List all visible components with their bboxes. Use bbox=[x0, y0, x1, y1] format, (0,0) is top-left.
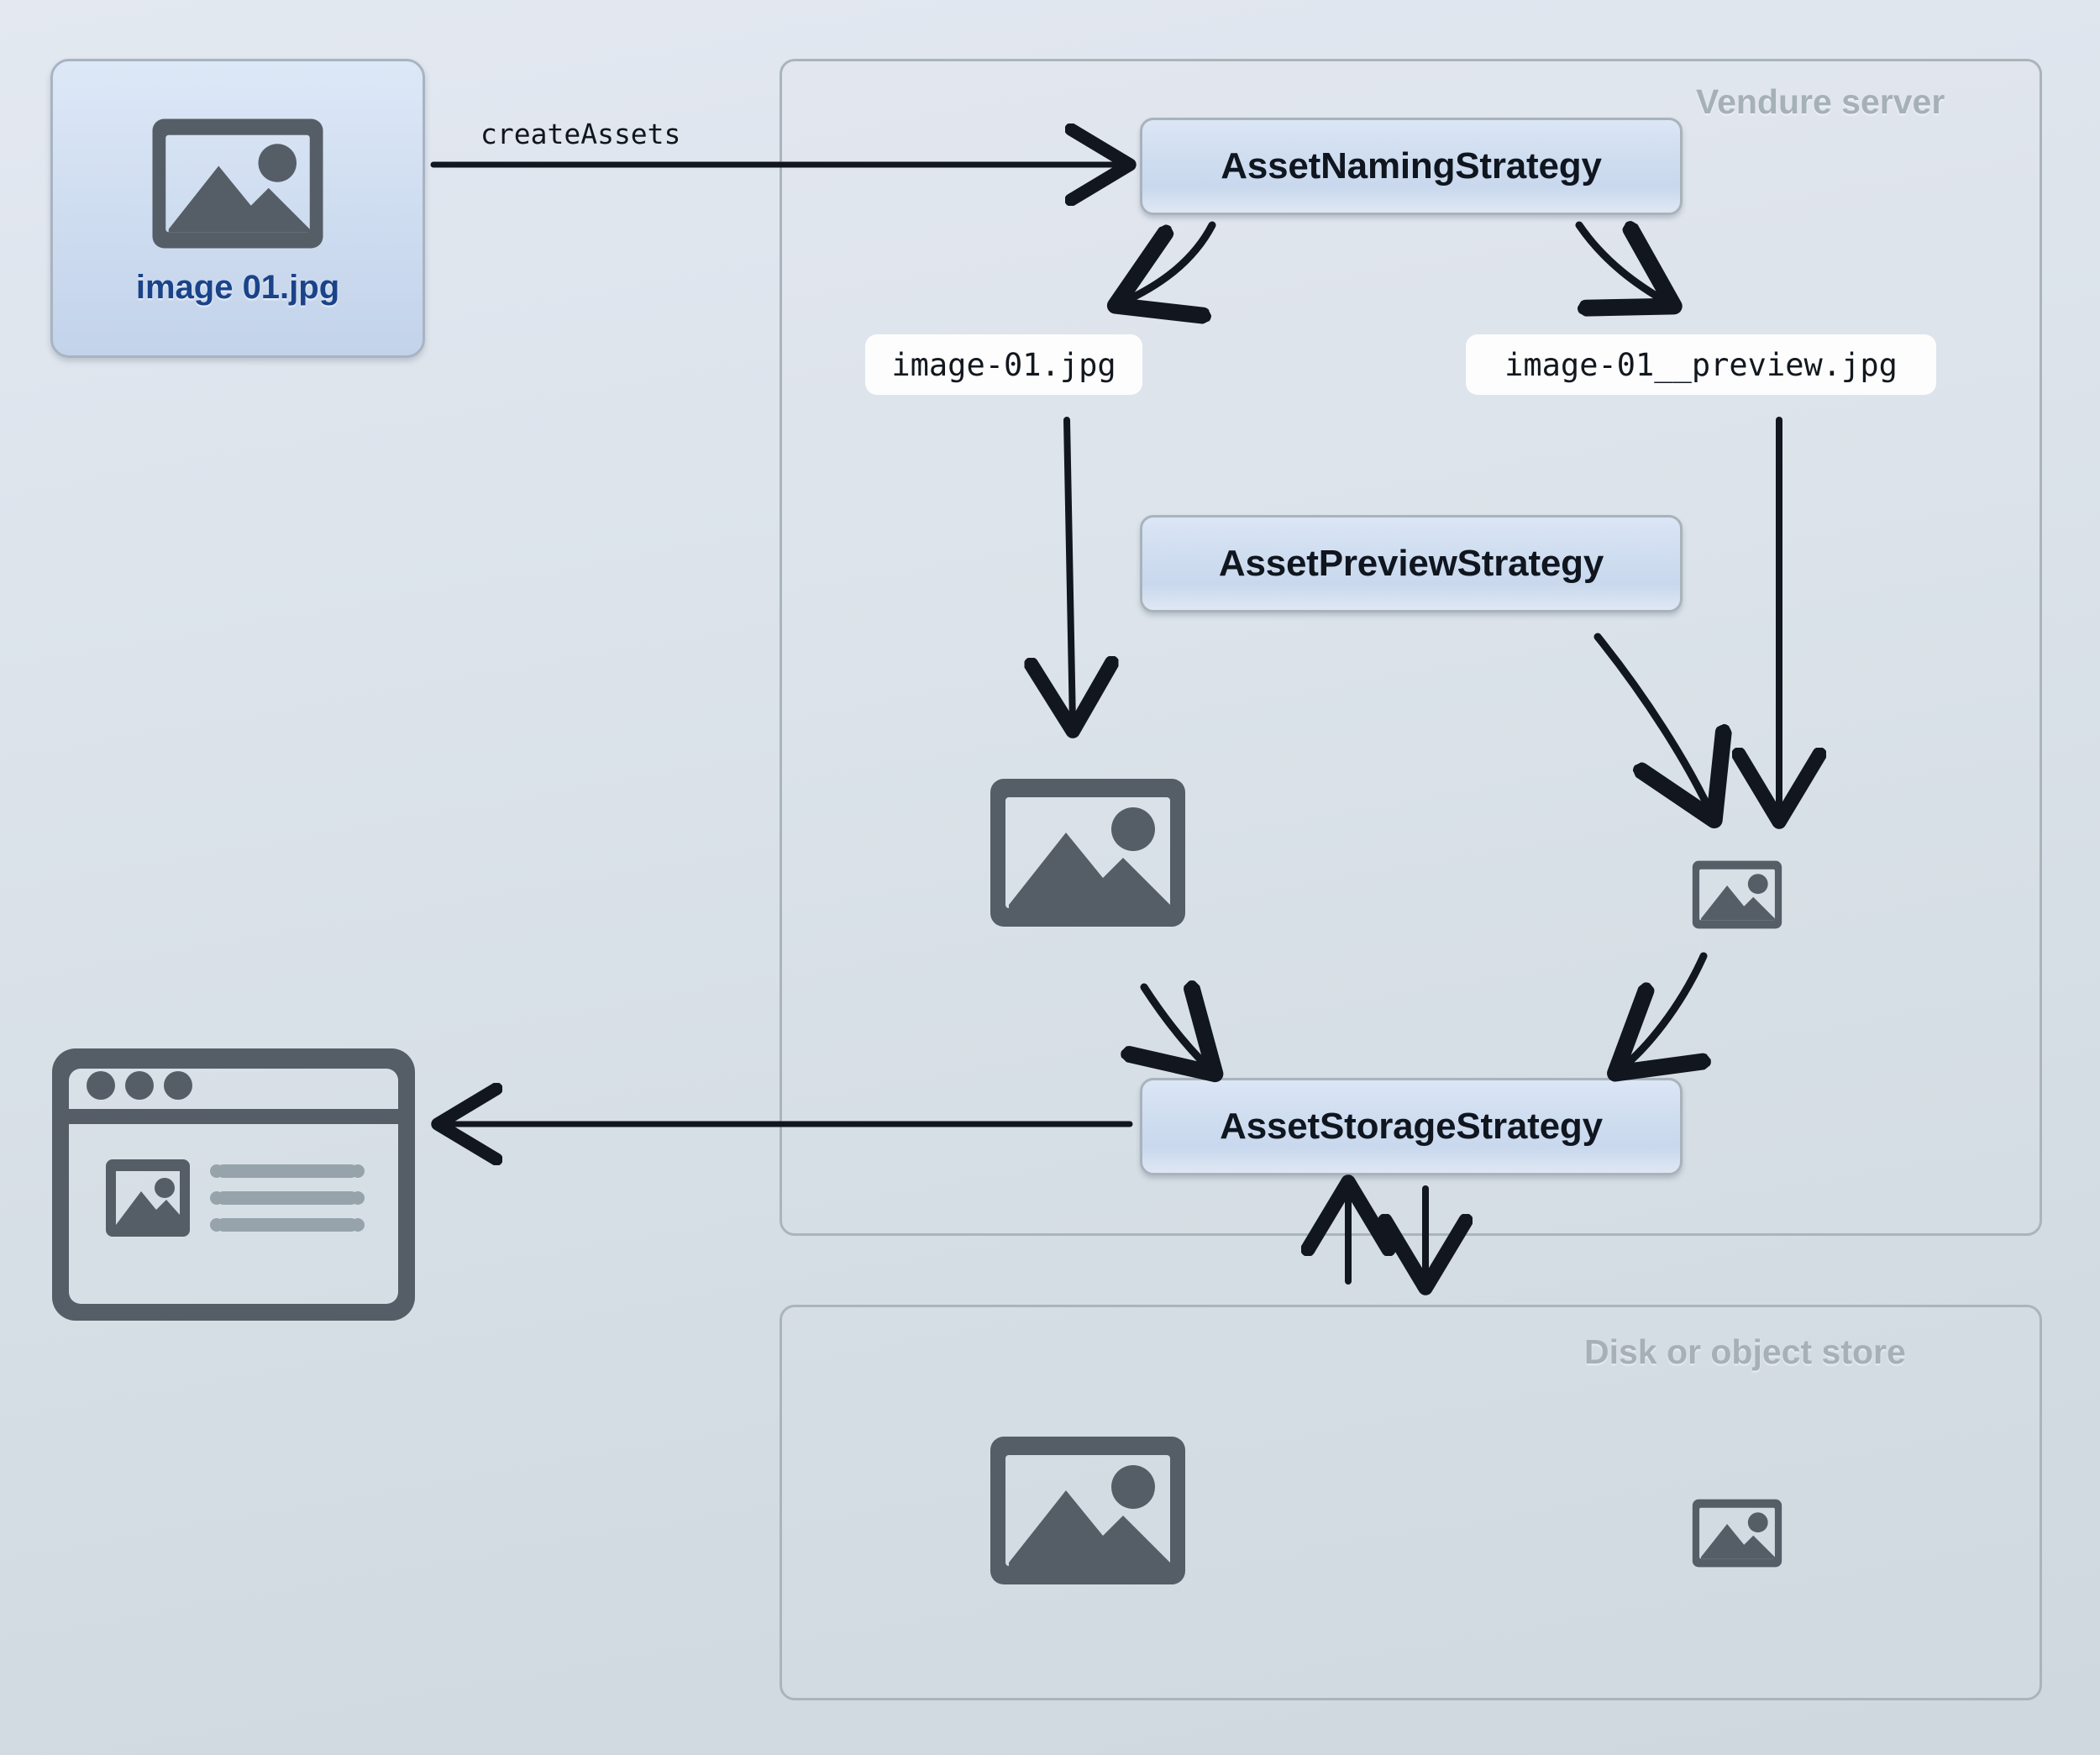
strategy-node-asset-naming[interactable]: AssetNamingStrategy bbox=[1140, 118, 1683, 215]
filename-chip-source: image-01.jpg bbox=[865, 334, 1142, 395]
zone-vendure-server-label: Vendure server bbox=[1696, 82, 1945, 121]
browser-window-icon bbox=[49, 1042, 418, 1327]
store-image-icon bbox=[987, 1427, 1189, 1595]
filename-chip-preview: image-01__preview.jpg bbox=[1466, 334, 1936, 395]
server-image-icon bbox=[987, 769, 1189, 937]
zone-disk-or-object-store-label: Disk or object store bbox=[1584, 1332, 1906, 1371]
strategy-node-asset-preview[interactable]: AssetPreviewStrategy bbox=[1140, 515, 1683, 612]
edge-label-create-assets: createAssets bbox=[480, 118, 681, 150]
strategy-node-asset-storage[interactable]: AssetStorageStrategy bbox=[1140, 1078, 1683, 1175]
strategy-label-asset-naming: AssetNamingStrategy bbox=[1221, 145, 1602, 187]
store-preview-image-icon bbox=[1691, 1495, 1783, 1572]
source-asset-card[interactable]: image 01.jpg bbox=[50, 59, 425, 358]
zone-disk-or-object-store bbox=[780, 1305, 2042, 1700]
strategy-label-asset-preview: AssetPreviewStrategy bbox=[1218, 543, 1604, 584]
server-preview-image-icon bbox=[1691, 856, 1783, 933]
zone-vendure-server bbox=[780, 59, 2042, 1236]
filename-label-preview: image-01__preview.jpg bbox=[1504, 346, 1898, 383]
strategy-label-asset-storage: AssetStorageStrategy bbox=[1220, 1106, 1603, 1147]
image-icon bbox=[150, 110, 326, 257]
source-asset-label: image 01.jpg bbox=[135, 269, 340, 306]
filename-label-source: image-01.jpg bbox=[891, 346, 1116, 383]
